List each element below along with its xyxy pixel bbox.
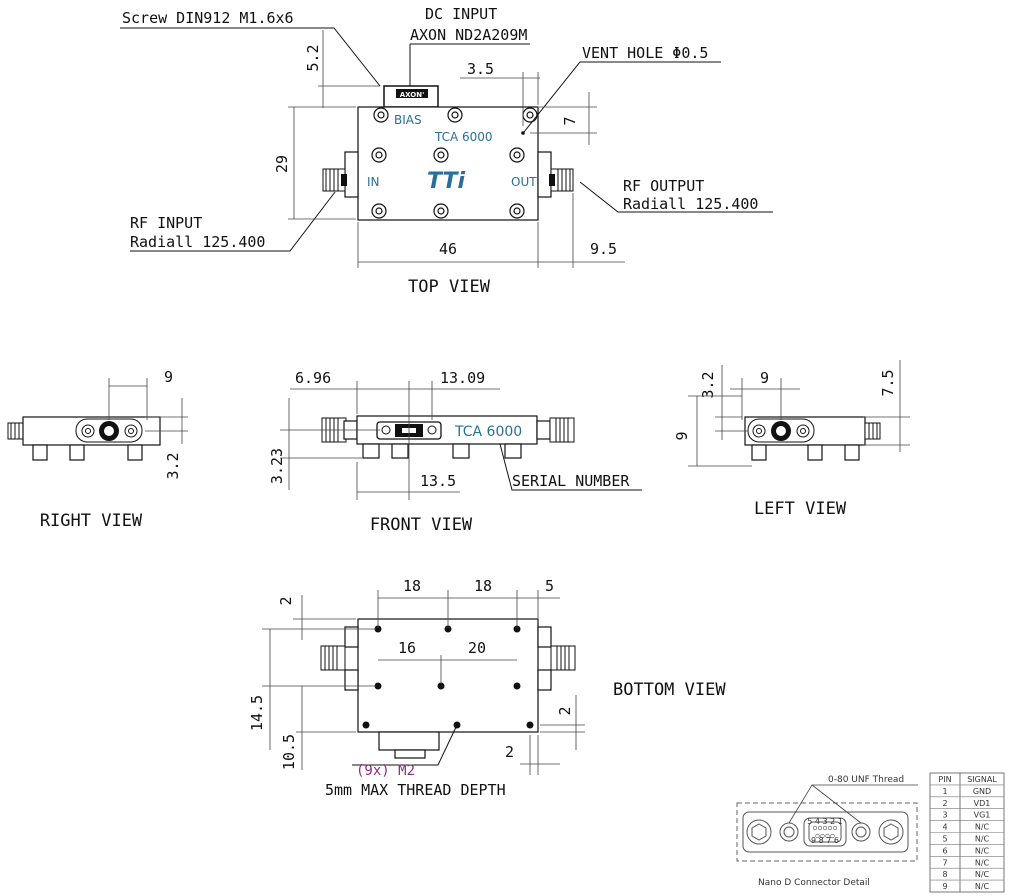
- bias-label: BIAS: [394, 113, 422, 127]
- bottom-rf-output-connector: [550, 645, 576, 671]
- pin-table-pin: 8: [942, 870, 947, 879]
- rf-input-label-1: RF INPUT: [130, 214, 202, 232]
- pin-table-signal: N/C: [975, 870, 990, 879]
- left-dim-9-vertical: 9: [673, 431, 691, 440]
- bottom-dim-18-a: 18: [403, 577, 421, 595]
- connector-detail-caption: Nano D Connector Detail: [758, 878, 870, 888]
- bottom-dim-2-c: 2: [505, 743, 514, 761]
- dim-46: 46: [439, 240, 457, 258]
- connector-pin-numbers-top: 5 4 3 2 1: [807, 817, 843, 826]
- bottom-dim-16: 16: [398, 639, 416, 657]
- right-view: 9 3.2 RIGHT VIEW: [7, 368, 188, 531]
- front-dim-13-09: 13.09: [440, 369, 485, 387]
- right-dim-3-2: 3.2: [164, 452, 182, 479]
- pin-table-header-signal: SIGNAL: [967, 775, 997, 784]
- pin-table-header-pin: PIN: [938, 775, 951, 784]
- front-dim-3-23: 3.23: [268, 448, 286, 484]
- vent-hole-label: VENT HOLE Φ0.5: [582, 44, 708, 62]
- bottom-thread-holes: [362, 625, 534, 729]
- pin-table-pin: 1: [942, 787, 947, 796]
- bottom-dim-5: 5: [545, 577, 554, 595]
- rf-output-label-2: Radiall 125.400: [623, 195, 758, 213]
- connector-detail: 5 4 3 2 1 9 8 7 6 0-80 UNF Thread Nano D…: [736, 775, 918, 888]
- bottom-dim-2-b: 2: [556, 706, 574, 715]
- front-model-label: TCA 6000: [454, 424, 522, 440]
- bottom-dim-10-5: 10.5: [280, 734, 298, 770]
- bottom-dim-2-a: 2: [277, 596, 295, 605]
- dc-input-label-1: DC INPUT: [425, 5, 497, 23]
- left-dim-9-horizontal: 9: [760, 369, 769, 387]
- in-label: IN: [367, 175, 380, 189]
- out-label: OUT: [511, 175, 537, 189]
- bottom-view-title: BOTTOM VIEW: [613, 680, 726, 700]
- bottom-dim-18-b: 18: [474, 577, 492, 595]
- connector-pin-numbers-bottom: 9 8 7 6: [811, 836, 839, 845]
- serial-number-label: SERIAL NUMBER: [512, 472, 630, 490]
- right-dim-9: 9: [164, 368, 173, 386]
- rf-input-connector: [322, 168, 347, 192]
- pin-table-pin: 7: [942, 858, 947, 867]
- top-view-body: [357, 106, 539, 221]
- screw-label: Screw DIN912 M1.6x6: [122, 9, 294, 27]
- pin-table-signal: VD1: [974, 799, 991, 808]
- pin-table-pin: 2: [942, 799, 947, 808]
- bottom-dim-14-5: 14.5: [248, 695, 266, 731]
- dim-7: 7: [561, 116, 579, 125]
- left-view-title: LEFT VIEW: [754, 499, 847, 519]
- pin-table-pin: 4: [942, 823, 947, 832]
- pin-table-pin: 3: [942, 811, 947, 820]
- pin-table-signal: N/C: [975, 846, 990, 855]
- pin-table-pin: 9: [942, 882, 947, 891]
- bottom-dim-20: 20: [468, 639, 486, 657]
- left-view: 9 3.2 9 7.5 LEFT VIEW: [673, 360, 910, 519]
- thread-count-label: (9x) M2: [356, 763, 415, 779]
- thread-spec-label: 0-80 UNF Thread: [828, 775, 904, 785]
- pin-table-signal: N/C: [975, 835, 990, 844]
- dc-input-label-2: AXON ND2A209M: [410, 26, 527, 44]
- top-view-title: TOP VIEW: [408, 277, 491, 297]
- tti-logo: TTi: [427, 169, 466, 194]
- model-label-top: TCA 6000: [434, 130, 493, 144]
- dim-3-5: 3.5: [467, 60, 494, 78]
- pin-table-pin: 6: [942, 846, 947, 855]
- rf-output-label-1: RF OUTPUT: [623, 177, 704, 195]
- bottom-rf-input-connector: [320, 645, 346, 671]
- top-view: 5.2 AXON': [120, 5, 773, 297]
- left-dim-3-2: 3.2: [699, 371, 717, 398]
- bottom-view: 18 18 5 16 20 2 14.5 10.5 2 2 (9x) M2 5m…: [248, 577, 726, 799]
- front-view-title: FRONT VIEW: [370, 515, 473, 535]
- thread-depth-label: 5mm MAX THREAD DEPTH: [325, 781, 506, 799]
- left-dim-7-5: 7.5: [879, 369, 897, 396]
- front-dim-13-5: 13.5: [420, 472, 456, 490]
- dim-5-2: 5.2: [304, 44, 322, 71]
- right-view-title: RIGHT VIEW: [40, 511, 143, 531]
- pin-table-signal: VG1: [974, 811, 991, 820]
- dim-29: 29: [273, 155, 291, 173]
- front-dim-6-96: 6.96: [295, 369, 331, 387]
- pin-table-signal: GND: [973, 787, 991, 796]
- top-screws: [371, 107, 538, 219]
- pin-table-signal: N/C: [975, 882, 990, 891]
- bottom-dc-connector: [378, 731, 440, 751]
- pin-table-signal: N/C: [975, 823, 990, 832]
- rf-output-connector: [549, 168, 574, 192]
- dim-9-5: 9.5: [590, 240, 617, 258]
- front-view: TCA 6000 6.96 13.09 3.23 13.5 SERIAL NUM…: [268, 369, 642, 535]
- rf-input-label-2: Radiall 125.400: [130, 233, 265, 251]
- connector-brand-label: AXON': [400, 91, 425, 99]
- pin-table-pin: 5: [942, 835, 947, 844]
- pin-table-signal: N/C: [975, 858, 990, 867]
